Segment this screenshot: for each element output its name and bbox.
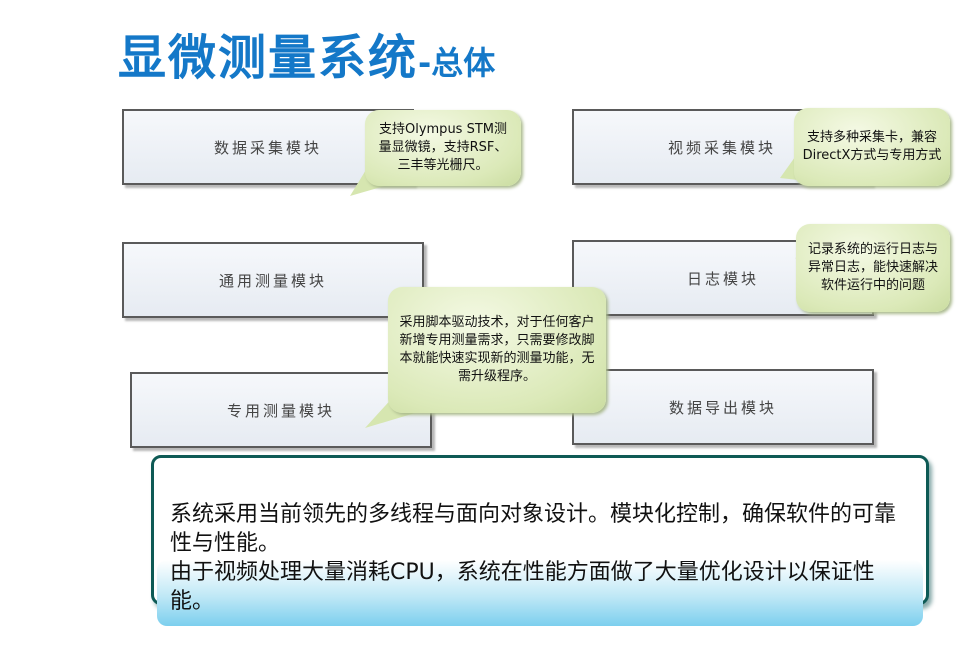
callout-capture-card: 支持多种采集卡，兼容DirectX方式与专用方式 — [794, 108, 950, 186]
callout-olympus-support: 支持Olympus STM测量显微镜，支持RSF、三丰等光栅尺。 — [365, 110, 521, 186]
page-title: 显微测量系统-总体 — [118, 18, 495, 88]
title-sub: -总体 — [418, 44, 496, 82]
module-data-export: 数据导出模块 — [572, 369, 874, 445]
title-main: 显微测量系统 — [118, 30, 419, 86]
summary-text: 系统采用当前领先的多线程与面向对象设计。模块化控制，确保软件的可靠性与性能。 由… — [170, 500, 915, 616]
callout-script-driven: 采用脚本驱动技术，对于任何客户新增专用测量需求，只需要修改脚本就能快速实现新的测… — [388, 287, 606, 413]
module-general-measurement: 通用测量模块 — [122, 242, 424, 318]
summary-highlight — [157, 560, 923, 626]
callout-log-recording: 记录系统的运行日志与异常日志，能快速解决软件运行中的问题 — [796, 224, 950, 312]
summary-line-design: 系统采用当前领先的多线程与面向对象设计。模块化控制，确保软件的可靠性与性能。 — [170, 502, 897, 556]
summary-line-performance: 由于视频处理大量消耗CPU，系统在性能方面做了大量优化设计以保证性能。 — [170, 560, 875, 614]
